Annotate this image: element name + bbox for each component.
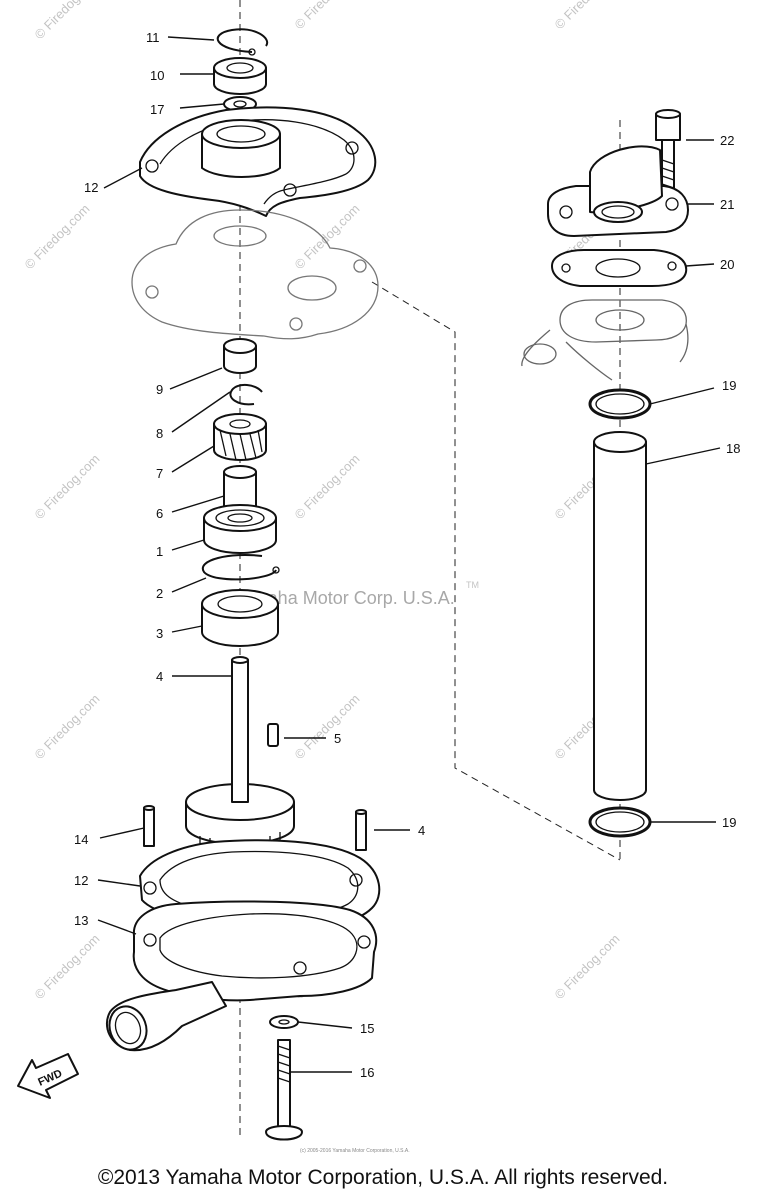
watermark-yamaha: Yamaha Motor Corp. U.S.A. <box>232 588 455 608</box>
part-13-pump-housing <box>105 900 378 1052</box>
part-14-dowel-pin-right <box>355 809 367 851</box>
part-10-bearing <box>213 57 267 95</box>
callout-19-upper: 19 <box>722 378 736 393</box>
part-20-gasket <box>551 249 688 287</box>
callout-13: 13 <box>74 913 88 928</box>
part-2-circlip <box>201 553 280 581</box>
fwd-arrow: FWD <box>17 1053 79 1099</box>
callout-19-lower: 19 <box>722 815 736 830</box>
callout-9: 9 <box>156 382 163 397</box>
watermark-6: © Firedog.com <box>292 451 363 522</box>
callout-4-shaft: 4 <box>156 669 163 684</box>
callout-14: 14 <box>74 832 88 847</box>
watermark-9: © Firedog.com <box>292 691 363 762</box>
callout-numbers: 11 10 17 12 9 8 7 6 1 2 3 4 5 14 4 12 13… <box>74 30 740 1080</box>
callout-4-pin: 4 <box>418 823 425 838</box>
watermark-2: © Firedog.com <box>292 0 363 32</box>
watermark-14: © Firedog.com <box>292 201 363 272</box>
part-18-water-pipe <box>593 431 647 801</box>
part-4-impeller-shaft <box>185 656 295 853</box>
part-3-bearing <box>201 589 279 647</box>
part-11-circlip <box>216 28 269 56</box>
watermark-11: © Firedog.com <box>32 931 103 1002</box>
watermark-1: © Firedog.com <box>22 201 93 272</box>
part-7-gear <box>213 413 267 461</box>
watermark-4: © Firedog.com <box>32 0 103 42</box>
part-5-key <box>267 723 279 747</box>
part-6-collar <box>223 465 257 513</box>
part-9-seal <box>223 338 257 374</box>
callout-21: 21 <box>720 197 734 212</box>
pump-cover <box>131 209 379 340</box>
callout-12-lower: 12 <box>74 873 88 888</box>
callout-2: 2 <box>156 586 163 601</box>
copyright-footer: ©2013 Yamaha Motor Corporation, U.S.A. A… <box>97 1166 669 1189</box>
callout-7: 7 <box>156 466 163 481</box>
callout-6: 6 <box>156 506 163 521</box>
callout-11: 11 <box>146 30 160 45</box>
callout-5: 5 <box>334 731 341 746</box>
watermark-5: © Firedog.com <box>32 451 103 522</box>
part-21-pipe-joint <box>547 145 689 237</box>
part-16-bolt <box>265 1039 303 1141</box>
callout-12-upper: 12 <box>84 180 98 195</box>
part-12-gasket-upper <box>139 106 377 217</box>
watermark-13: © Firedog.com <box>552 931 623 1002</box>
engine-joint <box>521 299 689 381</box>
watermark-8: © Firedog.com <box>32 691 103 762</box>
watermark-tm: TM <box>466 580 479 590</box>
leader-lines <box>97 36 721 1073</box>
callout-17: 17 <box>150 102 164 117</box>
callout-8: 8 <box>156 426 163 441</box>
callout-18: 18 <box>726 441 740 456</box>
callout-20: 20 <box>720 257 734 272</box>
part-8-clip <box>229 384 263 406</box>
part-14-dowel-pin-left <box>143 805 155 847</box>
watermark-3: © Firedog.com <box>552 0 623 32</box>
small-print: (c) 2005-2016 Yamaha Motor Corporation, … <box>300 1148 410 1154</box>
callout-1: 1 <box>156 544 163 559</box>
part-19-o-ring-lower <box>588 806 652 838</box>
part-1-bearing <box>203 504 277 554</box>
part-22-bolt <box>655 109 681 199</box>
callout-16: 16 <box>360 1065 374 1080</box>
callout-3: 3 <box>156 626 163 641</box>
callout-10: 10 <box>150 68 164 83</box>
callout-22: 22 <box>720 133 734 148</box>
part-19-o-ring-upper <box>588 388 652 420</box>
part-15-washer <box>269 1015 299 1029</box>
callout-15: 15 <box>360 1021 374 1036</box>
